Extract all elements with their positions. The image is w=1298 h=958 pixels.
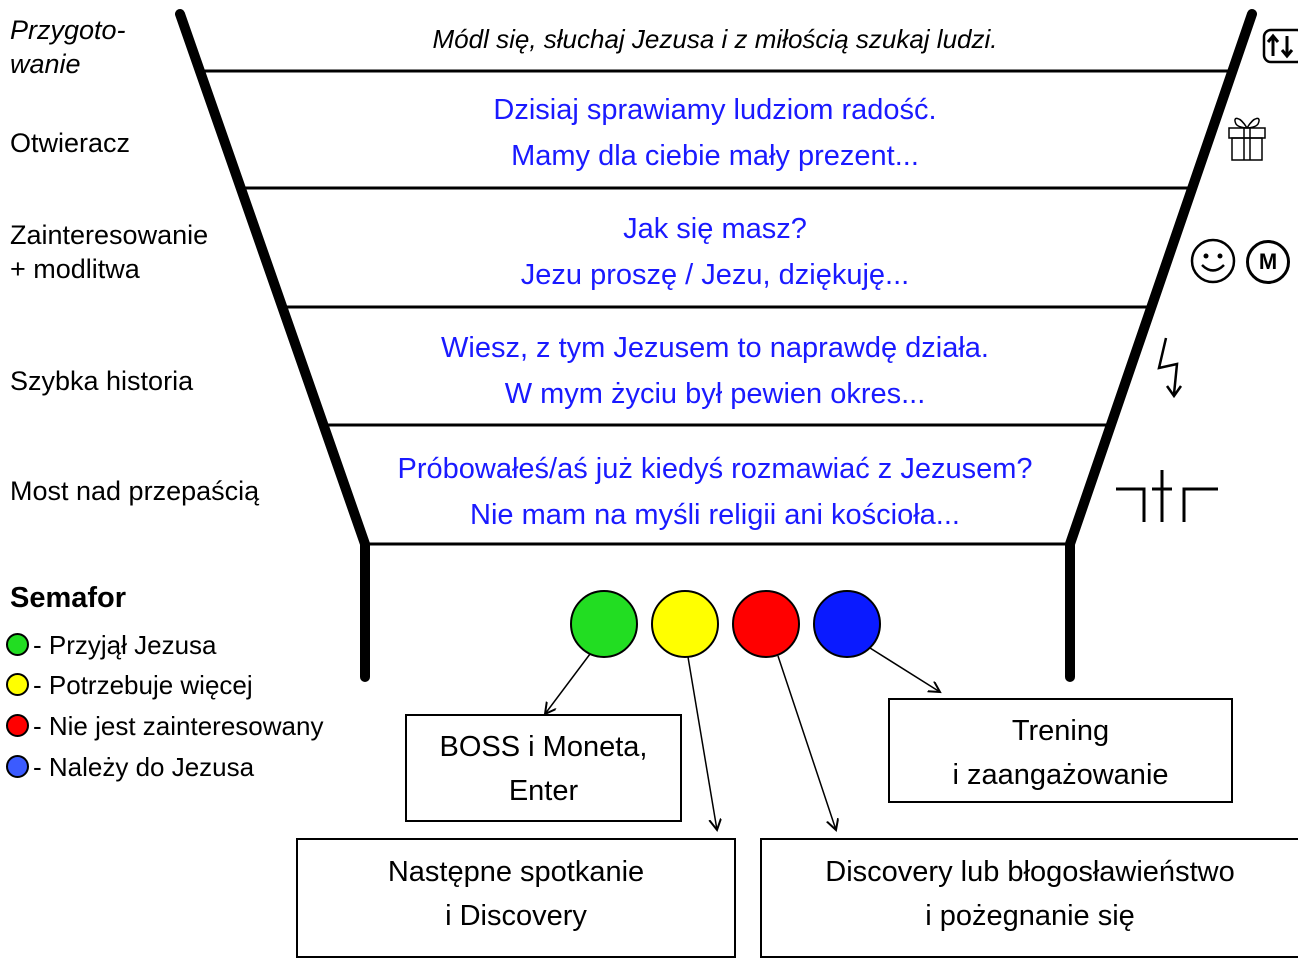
outcome-box-blue: Trening i zaangażowanie bbox=[888, 698, 1233, 803]
stage-label-bridge: Most nad przepaścią bbox=[10, 476, 260, 506]
circle-red bbox=[732, 590, 800, 658]
legend-item-green: - Przyjął Jezusa bbox=[6, 628, 217, 662]
arrow-green bbox=[545, 653, 591, 714]
m-circle-icon: M bbox=[1246, 240, 1290, 284]
funnel-row-interest: Jak się masz? Jezu proszę / Jezu, dzięku… bbox=[520, 213, 910, 291]
circle-green bbox=[570, 590, 638, 658]
green-dot-icon bbox=[6, 633, 29, 656]
legend-item-red: - Nie jest zainteresowany bbox=[6, 709, 323, 743]
circle-blue bbox=[813, 590, 881, 658]
circle-yellow bbox=[651, 590, 719, 658]
stage-label-interest: Zainteresowanie + modlitwa bbox=[10, 220, 209, 284]
lightning-icon bbox=[1157, 337, 1183, 399]
smiley-icon bbox=[1190, 238, 1236, 284]
funnel-diagram bbox=[175, 9, 1257, 938]
stage-label-opener: Otwieracz bbox=[10, 128, 131, 158]
legend-item-blue: - Należy do Jezusa bbox=[6, 750, 254, 784]
swap-arrows-icon bbox=[1262, 28, 1298, 64]
legend-item-yellow: - Potrzebuje więcej bbox=[6, 668, 253, 702]
gift-icon bbox=[1228, 117, 1266, 161]
arrow-blue bbox=[869, 647, 940, 692]
outcome-box-green: BOSS i Moneta, Enter bbox=[405, 714, 682, 822]
blue-dot-icon bbox=[6, 755, 29, 778]
funnel-row-story: Wiesz, z tym Jezusem to naprawdę działa.… bbox=[441, 332, 989, 410]
arrow-red bbox=[777, 655, 836, 830]
bridge-icon bbox=[1116, 470, 1218, 522]
outcome-box-yellow: Następne spotkanie i Discovery bbox=[296, 838, 736, 958]
outcome-box-red: Discovery lub błogosławieństwo i pożegna… bbox=[760, 838, 1298, 958]
funnel-row-bridge: Próbowałeś/aś już kiedyś rozmawiać z Jez… bbox=[397, 453, 1033, 531]
red-dot-icon bbox=[6, 714, 29, 737]
funnel-row-prep: Módl się, słuchaj Jezusa i z miłością sz… bbox=[432, 24, 998, 54]
yellow-dot-icon bbox=[6, 673, 29, 696]
funnel-row-opener: Dzisiaj sprawiamy ludziom radość. Mamy d… bbox=[493, 94, 937, 172]
stage-label-story: Szybka historia bbox=[10, 366, 194, 396]
stage-label-prep: Przygoto- wanie bbox=[10, 15, 126, 79]
arrow-yellow bbox=[687, 656, 717, 830]
semafor-title: Semafor bbox=[10, 582, 127, 614]
